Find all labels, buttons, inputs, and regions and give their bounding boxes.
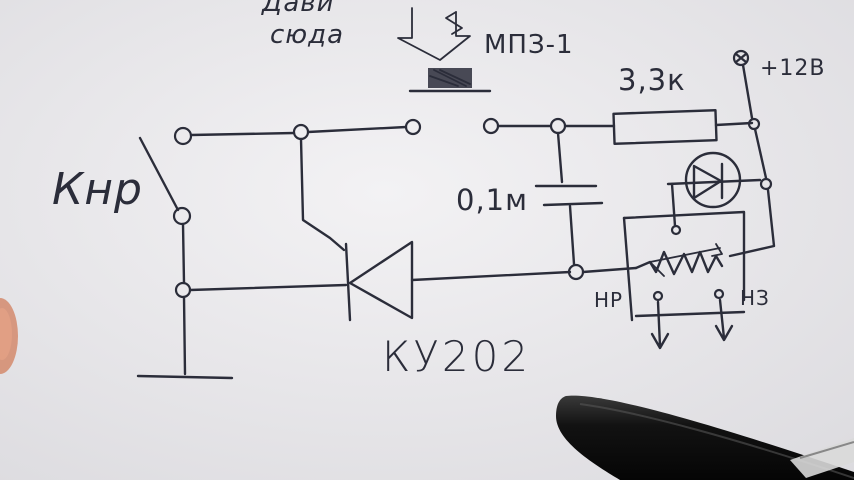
button-part-label: МПЗ-1 <box>484 30 574 60</box>
diode-symbol <box>666 151 762 236</box>
relay-nc-label: НР <box>594 288 624 312</box>
resistor-label: 3,3к <box>618 63 686 97</box>
finger-blur <box>0 298 18 374</box>
relay-symbol <box>622 210 746 350</box>
relay-contact-right <box>713 288 725 300</box>
relay-no-label: НЗ <box>740 286 770 310</box>
thyristor-symbol <box>188 240 572 322</box>
switch-symbol <box>136 136 234 380</box>
relay-contact-left <box>652 290 664 302</box>
gate-wire <box>299 137 346 252</box>
capacitor-symbol <box>534 131 638 281</box>
switch-label: Кнр <box>52 164 143 215</box>
power-label: +12В <box>760 56 826 81</box>
press-arrow <box>397 7 471 61</box>
resistor-symbol <box>612 109 754 145</box>
press-here-label-line2: сюда <box>270 20 345 50</box>
capacitor-label: 0,1м <box>456 183 528 217</box>
press-here-label-line1: Дави <box>262 0 335 18</box>
push-button-symbol <box>408 68 492 93</box>
pen-image <box>556 395 854 480</box>
node-power <box>732 49 750 67</box>
thyristor-label: КУ202 <box>382 332 532 381</box>
